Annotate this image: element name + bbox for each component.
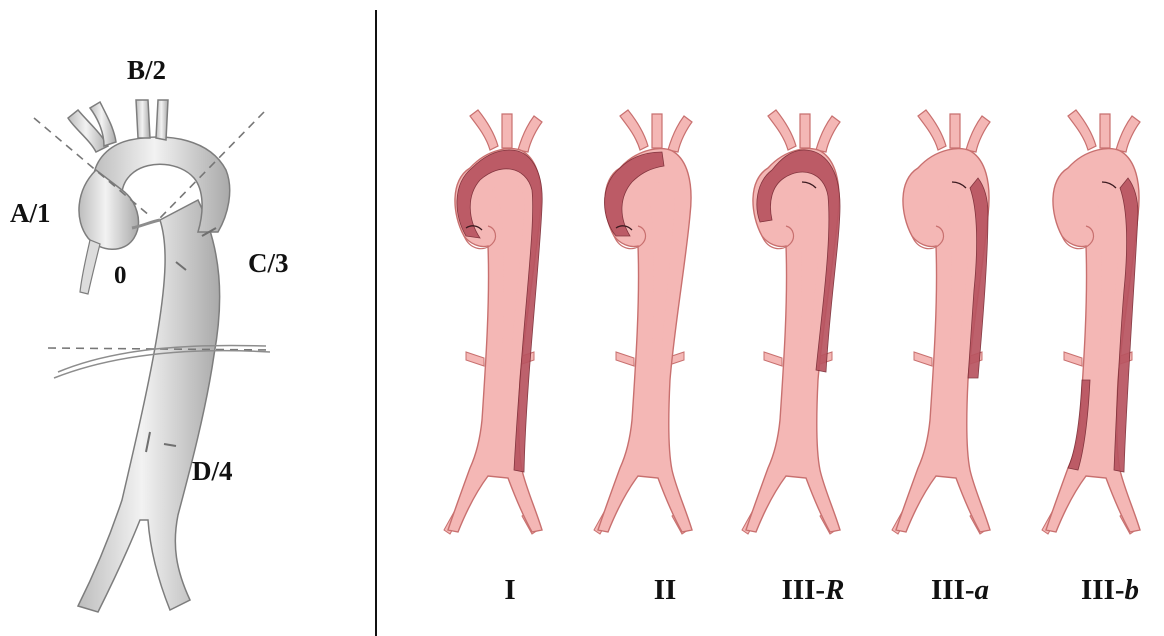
arch-branches: [470, 110, 542, 152]
type-label-III-a: III-a: [931, 574, 989, 607]
arch-branches: [620, 110, 692, 152]
type-label-III-R: III-R: [782, 574, 845, 607]
dissection-types-panel: [444, 110, 1140, 534]
aorta-type-II: [594, 110, 692, 534]
arch-branches: [918, 110, 990, 152]
zone-label-C: C/3: [248, 248, 289, 279]
zone-label-0: 0: [114, 262, 127, 290]
type-label-II: II: [654, 574, 677, 607]
zone-label-B: B/2: [127, 55, 166, 86]
type-label-III-b: III-b: [1081, 574, 1139, 607]
zone-diagram: [34, 100, 272, 612]
aorta-type-III-a: [892, 110, 990, 534]
coronary-artery-stub: [80, 240, 100, 294]
arch-branches: [1068, 110, 1140, 152]
zone-label-D: D/4: [192, 456, 233, 487]
aorta-type-I: [444, 110, 542, 534]
gray-descending-aorta: [78, 200, 220, 612]
zone-label-A: A/1: [10, 198, 51, 229]
arch-branches: [768, 110, 840, 152]
aorta-type-III-b: [1042, 110, 1140, 534]
aorta-type-III-R: [742, 110, 840, 534]
type-label-I: I: [504, 574, 515, 607]
